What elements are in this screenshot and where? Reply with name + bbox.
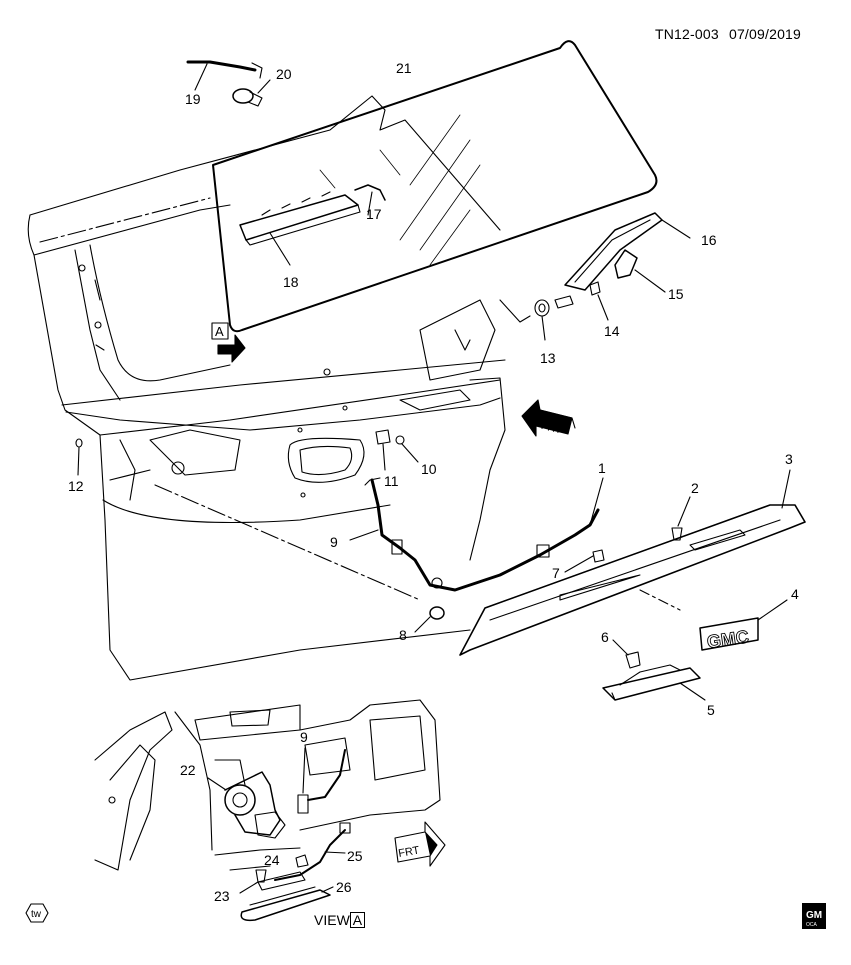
frt-label-upper: FRT (540, 420, 564, 437)
callout-17: 17 (366, 206, 382, 222)
wiper-nut (589, 281, 609, 321)
callout-6: 6 (601, 629, 609, 645)
callout-9-inset: 9 (300, 729, 308, 745)
nut-7 (564, 549, 605, 573)
rear-window-glass (212, 40, 658, 333)
gmc-emblem-text: GMC (706, 626, 750, 652)
release-switch-26 (240, 871, 334, 922)
nut-24 (295, 854, 309, 868)
high-mount-stop-lamp (239, 191, 361, 266)
wiring-harness (349, 477, 604, 592)
view-arrow (217, 334, 246, 363)
view-marker-box (211, 322, 229, 340)
screw-23 (239, 869, 267, 894)
gm-badge-sub: OCA (806, 922, 818, 928)
liftgate-body (27, 95, 506, 681)
callout-16: 16 (701, 232, 717, 248)
callout-11: 11 (384, 473, 399, 489)
callout-3: 3 (785, 451, 793, 467)
callout-8: 8 (399, 627, 407, 643)
callout-4: 4 (791, 586, 799, 602)
tw-text: tw (31, 909, 42, 920)
callout-10: 10 (421, 461, 437, 477)
drawing-date: 07/09/2019 (728, 26, 802, 42)
washer-nozzle (232, 79, 271, 107)
callout-23: 23 (214, 888, 230, 904)
view-marker-letter: A (215, 324, 224, 339)
latch-actuator (207, 771, 286, 839)
view-letter: A (349, 912, 366, 928)
drawing-id: TN12-003 (655, 26, 719, 42)
callout-19: 19 (185, 91, 201, 107)
callout-25: 25 (347, 848, 363, 864)
callout-21: 21 (396, 60, 412, 76)
drawing-code: TN12-003 07/09/2019 (655, 26, 801, 42)
retainer-6 (612, 639, 641, 669)
wiper-washer-grommet (499, 295, 574, 341)
view-a-inset (94, 699, 441, 871)
callout-20: 20 (276, 66, 292, 82)
bumper-8 (414, 606, 445, 633)
wiper-arm (564, 212, 691, 291)
screw-2 (671, 496, 691, 541)
gm-badge-text: GM (806, 910, 822, 921)
callout-26: 26 (336, 879, 352, 895)
callout-12: 12 (68, 478, 84, 494)
callout-13: 13 (540, 350, 556, 366)
gmc-emblem (699, 599, 788, 651)
view-prefix: VIEW (314, 912, 350, 928)
bolt-10 (395, 435, 419, 463)
callout-18: 18 (283, 274, 299, 290)
lamp-connector (354, 184, 386, 216)
frt-arrow-upper (521, 399, 576, 437)
inset-harness (297, 747, 346, 814)
callout-15: 15 (668, 286, 684, 302)
phantom-line (154, 484, 421, 601)
callout-22: 22 (180, 762, 196, 778)
license-lamp-assembly (602, 664, 706, 701)
frt-arrow-lower (394, 821, 446, 867)
wiper-arm-cap (614, 249, 666, 293)
frt-label-lower: FRT (397, 844, 420, 860)
callout-14: 14 (604, 323, 620, 339)
inset-harness-25 (274, 822, 351, 881)
switch-11 (375, 429, 391, 471)
liftgate-applique (459, 469, 806, 656)
callout-5: 5 (707, 702, 715, 718)
bumper-12 (75, 438, 83, 476)
callout-2: 2 (691, 480, 699, 496)
washer-hose (186, 60, 263, 91)
gm-badge-frame (802, 903, 826, 929)
tw-hexagon (25, 903, 49, 923)
callout-7: 7 (552, 565, 560, 581)
callout-1: 1 (598, 460, 606, 476)
callout-9: 9 (330, 534, 338, 550)
callout-24: 24 (264, 852, 280, 868)
